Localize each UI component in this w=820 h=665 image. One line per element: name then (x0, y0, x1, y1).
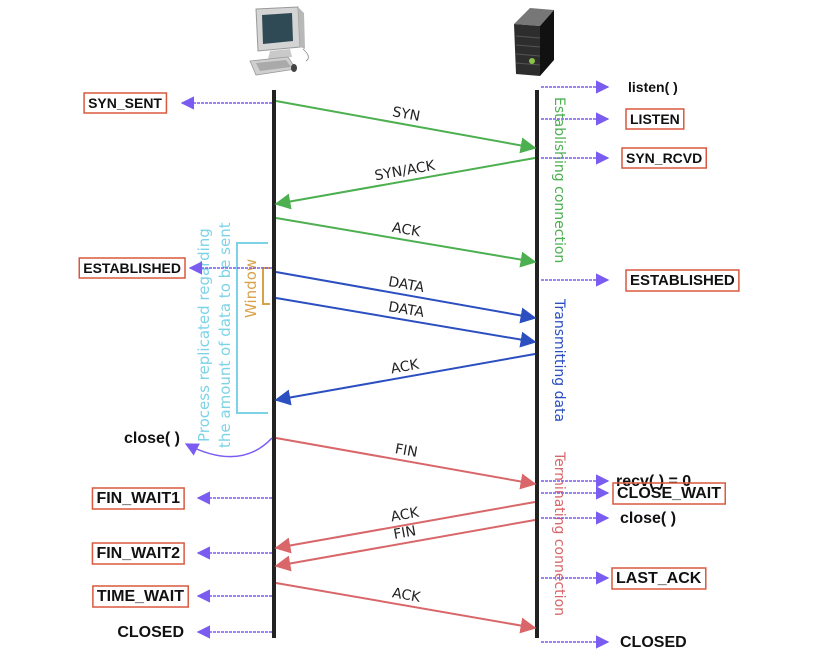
state-label: close( ) (620, 510, 676, 527)
message-arrow (274, 501, 536, 554)
server-state: LISTEN (541, 108, 685, 130)
process-note-bracket (236, 242, 268, 414)
message-label: FIN (392, 523, 417, 543)
client-close-curve-arrow (184, 437, 273, 458)
message-label: DATA (387, 299, 426, 321)
states: SYN_SENT ESTABLISHED close( ) FIN_WAIT1FIN_… (78, 79, 740, 651)
message-arrow (275, 297, 537, 348)
state-label: LISTEN (630, 111, 680, 127)
server-state: listen( ) (541, 79, 678, 95)
state-box (611, 567, 707, 590)
message-label: ACK (389, 505, 420, 526)
state-label: FIN_WAIT1 (96, 490, 180, 507)
message-arrow (274, 353, 536, 406)
client-state: TIME_WAIT (92, 585, 272, 608)
window-label: Window (242, 259, 260, 318)
state-label: FIN_WAIT2 (96, 545, 180, 562)
state-label: CLOSED (117, 624, 184, 641)
message-label: FIN (394, 441, 419, 461)
message-label: ACK (389, 357, 420, 378)
message-label: ACK (391, 585, 422, 606)
state-box (91, 542, 185, 565)
server-state: CLOSE_WAIT (541, 482, 726, 505)
state-box (78, 257, 186, 279)
state-box (612, 482, 726, 505)
state-label: CLOSE_WAIT (617, 485, 721, 502)
server-state: ESTABLISHED (541, 269, 740, 292)
client-state: CLOSED (117, 624, 272, 641)
state-box (92, 585, 189, 608)
server-state: SYN_RCVD (541, 147, 707, 169)
process-note-line2: the amount of data to be sent (216, 222, 234, 448)
message-arrow (274, 157, 536, 210)
server-state: LAST_ACK (541, 567, 707, 590)
state-box (625, 108, 685, 130)
message-arrow (275, 437, 537, 490)
server-state: CLOSED (541, 634, 687, 651)
state-label: ESTABLISHED (630, 272, 735, 289)
state-label: LAST_ACK (616, 570, 702, 587)
state-label: recv( ) = 0 (616, 473, 691, 490)
client-state: close( ) (124, 430, 180, 447)
state-label: TIME_WAIT (97, 588, 184, 605)
process-note-line1: Process replicated regarding (195, 228, 213, 442)
message-label: DATA (387, 274, 426, 296)
state-box (91, 487, 185, 510)
window-bracket (262, 267, 270, 305)
state-label: ESTABLISHED (83, 260, 181, 276)
client-state: SYN_SENT (83, 92, 272, 114)
message-arrow (275, 217, 537, 268)
state-box (621, 147, 707, 169)
state-label: listen( ) (628, 79, 678, 95)
message-label: SYN (391, 104, 421, 125)
state-box (625, 269, 740, 292)
phase-label-terminate: Terminating connection (551, 451, 567, 616)
client-state: FIN_WAIT1 (91, 487, 272, 510)
desktop-computer-icon (249, 6, 309, 76)
state-label: SYN_RCVD (626, 150, 702, 166)
message-label: ACK (391, 220, 422, 241)
message-arrow (275, 100, 537, 154)
phase-label-establish: Establishing connection (551, 97, 567, 263)
server-state: recv( ) = 0 (541, 473, 691, 490)
phase-label-transmit: Transmitting data (551, 298, 567, 422)
state-label: CLOSED (620, 634, 687, 651)
client-state: FIN_WAIT2 (91, 542, 272, 565)
message-arrow (275, 271, 537, 324)
state-label: SYN_SENT (88, 95, 162, 111)
server-tower-icon (514, 8, 554, 76)
client-state: ESTABLISHED (78, 257, 272, 279)
message-arrow (274, 519, 536, 572)
state-box (83, 92, 168, 114)
server-state: close( ) (541, 510, 676, 527)
message-arrow (275, 582, 537, 634)
